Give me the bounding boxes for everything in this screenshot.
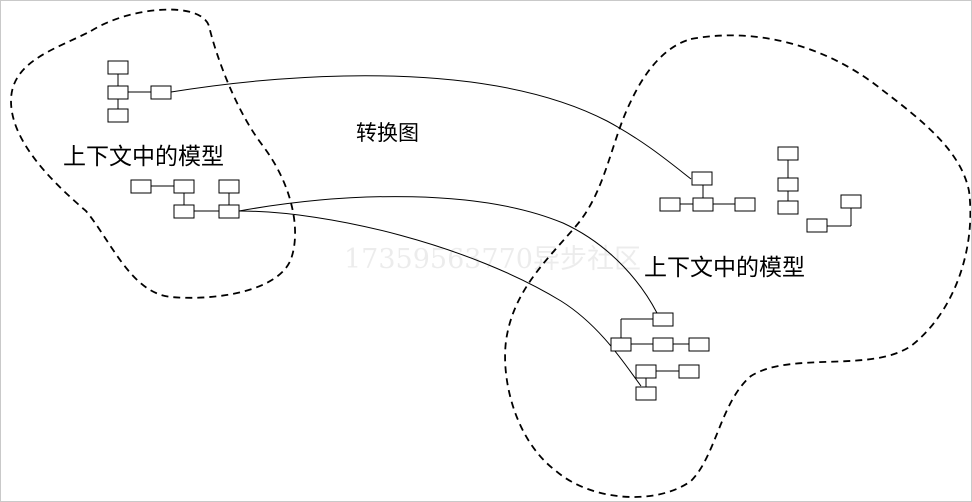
model-box — [678, 364, 700, 379]
right-context-label: 上下文中的模型 — [644, 255, 805, 281]
model-box — [652, 337, 674, 352]
model-box — [777, 146, 799, 161]
translation-map-label: 转换图 — [356, 121, 419, 145]
model-box — [734, 197, 756, 212]
model-box — [777, 177, 799, 192]
map-line-2 — [238, 196, 658, 314]
model-box — [777, 200, 799, 215]
right-model-fragment-1 — [659, 171, 756, 212]
map-line-3 — [238, 210, 642, 387]
model-box — [635, 364, 657, 379]
model-box — [692, 197, 714, 212]
model-box — [840, 194, 862, 209]
left-model-fragment-2 — [130, 179, 240, 219]
left-context-label: 上下文中的模型 — [63, 144, 224, 170]
model-box — [107, 85, 129, 100]
left-context-boundary — [10, 8, 296, 299]
map-line-1 — [170, 75, 692, 180]
left-model-fragment-1 — [107, 60, 172, 123]
model-box — [107, 60, 129, 75]
model-box — [218, 179, 240, 194]
right-model-fragment-4 — [610, 312, 710, 352]
model-box — [150, 85, 172, 100]
model-box — [173, 204, 195, 219]
model-box — [173, 179, 195, 194]
model-box — [218, 204, 240, 219]
model-box — [806, 218, 828, 233]
model-box — [635, 386, 657, 401]
model-box — [107, 108, 129, 123]
right-model-fragment-3 — [806, 194, 862, 233]
model-box — [610, 337, 632, 352]
model-box — [691, 171, 713, 186]
model-box — [652, 312, 674, 327]
right-model-fragment-2 — [777, 146, 799, 215]
model-box — [659, 197, 681, 212]
right-context-boundary — [504, 34, 971, 498]
model-box — [130, 179, 152, 194]
right-model-fragment-5 — [635, 364, 700, 401]
watermark-text: 17359563770异步社区 — [344, 244, 641, 275]
model-box — [688, 337, 710, 352]
